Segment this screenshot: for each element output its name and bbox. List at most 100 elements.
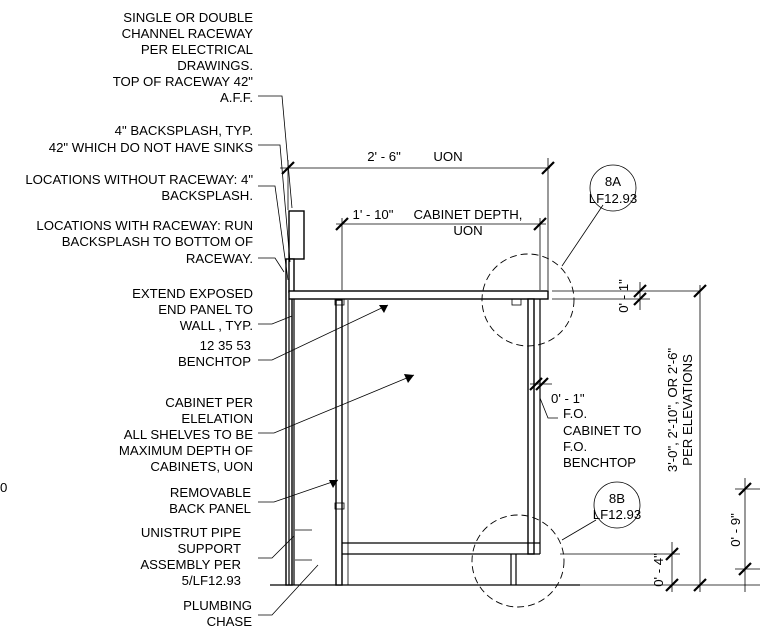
dimension-lines [280,158,760,592]
note-without-raceway-line: LOCATIONS WITHOUT RACEWAY: 4" [25,172,253,187]
note-raceway: SINGLE OR DOUBLE CHANNEL RACEWAY PER ELE… [113,10,254,105]
dim-recess-text: 0' - 4" [651,553,666,587]
note-end-panel-line: EXTEND EXPOSED [132,286,253,301]
dim-top-text: 0' - 1" [616,279,631,313]
dim-tick [665,547,679,561]
leader-cabinet [258,374,415,434]
note-unistrut: UNISTRUT PIPE SUPPORT ASSEMBLY PER 5/LF1… [140,525,241,588]
dim-tick [693,284,707,298]
note-benchtop: 12 35 53 BENCHTOP [178,338,251,369]
arrowhead [379,305,388,313]
blocking-marker [511,298,522,306]
dim-tick [665,578,679,592]
note-unistrut-line: UNISTRUT PIPE [141,525,241,540]
note-end-panel-line: WALL , TYP. [180,318,253,333]
leader-back-panel [258,479,339,503]
dim-cabinet-note: UON [453,223,482,238]
dim-front-prefix: F.O. [563,406,587,421]
dim-tick [541,161,555,175]
backsplash [288,258,295,293]
leaders [258,95,558,616]
callout-b-id: 8B [609,491,625,506]
note-raceway-line: A.F.F. [220,90,253,105]
raceway-box [288,210,305,260]
dim-overall-text: 2' - 6" [367,149,401,164]
note-cabinet-line: ALL SHELVES TO BE [124,427,253,442]
leader-fo [539,397,558,419]
benchtop [288,290,549,300]
detail-circle-a [481,253,575,347]
note-cabinet-line: ELELATION [181,411,253,426]
note-with-raceway-line: RACEWAY. [186,251,253,266]
dim-tick [738,482,752,496]
callout-bubble-b[interactable] [593,481,641,529]
dim-tick [633,284,647,298]
dim-toe-text: 0' - 9" [728,513,743,547]
arrowhead [404,374,414,383]
note-back-panel-line: BACK PANEL [169,501,251,516]
leader-with-raceway [258,257,285,273]
note-raceway-line: DRAWINGS. [177,58,253,73]
callout-b-sheet: LF12.93 [593,507,641,522]
note-fo-line: BENCHTOP [563,455,636,470]
dim-tick [281,161,295,175]
note-with-raceway-line: LOCATIONS WITH RACEWAY: RUN [36,218,253,233]
note-benchtop-line: BENCHTOP [178,354,251,369]
arrowhead [329,480,338,488]
note-end-panel-line: END PANEL TO [158,302,253,317]
leader-chase [258,564,319,616]
note-end-panel: EXTEND EXPOSED END PANEL TO WALL , TYP. [132,286,253,333]
note-backsplash-line: 4" BACKSPLASH, TYP. [115,123,253,138]
note-back-panel: REMOVABLE BACK PANEL [169,485,251,516]
dim-tick [335,217,349,231]
note-with-raceway-line: BACKSPLASH TO BOTTOM OF [62,234,253,249]
dim-cabinet-text: 1' - 10" [353,207,394,222]
dim-tick [529,377,543,391]
dim-front-text: 0' - 1" [551,391,585,406]
callout-leader-b [561,519,597,541]
leader-unistrut [258,535,295,559]
note-benchtop-line: 12 35 53 [200,338,251,353]
note-back-panel-line: REMOVABLE [170,485,251,500]
callout-a-id: 8A [605,174,621,189]
leader-raceway [258,95,293,209]
leader-benchtop [258,304,389,361]
leader-without-raceway [258,185,289,281]
note-cabinet-line: MAXIMUM DEPTH OF [119,443,253,458]
cabinet-section-geometry [270,210,580,586]
blocking-marker [334,502,345,510]
note-raceway-line: TOP OF RACEWAY 42" [113,74,254,89]
note-unistrut-line: ASSEMBLY PER [140,557,241,572]
back-panel [335,299,343,586]
note-raceway-line: SINGLE OR DOUBLE [123,10,253,25]
blocking-marker [334,298,345,306]
note-cabinet-line: CABINET PER [165,395,253,410]
note-raceway-line: CHANNEL RACEWAY [122,26,254,41]
callout-a-sheet: LF12.93 [589,191,637,206]
note-backsplash-typ: 4" BACKSPLASH, TYP. 42" WHICH DO NOT HAV… [49,123,253,155]
note-raceway-line: PER ELECTRICAL [141,42,253,57]
dim-cabinet-note: CABINET DEPTH, [414,207,523,222]
note-without-raceway-line: BACKSPLASH. [161,188,253,203]
dim-tick [535,377,549,391]
dim-tick [633,292,647,306]
cabinet-front [527,298,535,555]
note-fo-line: CABINET TO [563,423,641,438]
detail-circle-b [471,514,565,608]
dim-tick [533,217,547,231]
edge-mark: 0 [0,480,7,495]
note-unistrut-line: 5/LF12.93 [182,573,241,588]
leader-end-panel [258,315,293,325]
note-with-raceway: LOCATIONS WITH RACEWAY: RUN BACKSPLASH T… [36,218,253,266]
note-cabinet: CABINET PER ELELATION ALL SHELVES TO BE … [119,395,253,474]
note-unistrut-line: SUPPORT [177,541,241,556]
note-chase-line: CHASE [207,614,253,629]
detail-circles [471,164,641,608]
callout-bubble-a[interactable] [589,164,637,212]
note-chase: PLUMBING CHASE [183,598,252,629]
note-backsplash-line: 42" WHICH DO NOT HAVE SINKS [49,140,253,155]
dim-height-note: PER ELEVATIONS [680,354,695,466]
dim-overall-note: UON [433,149,462,164]
note-fo-line: F.O. [563,439,587,454]
